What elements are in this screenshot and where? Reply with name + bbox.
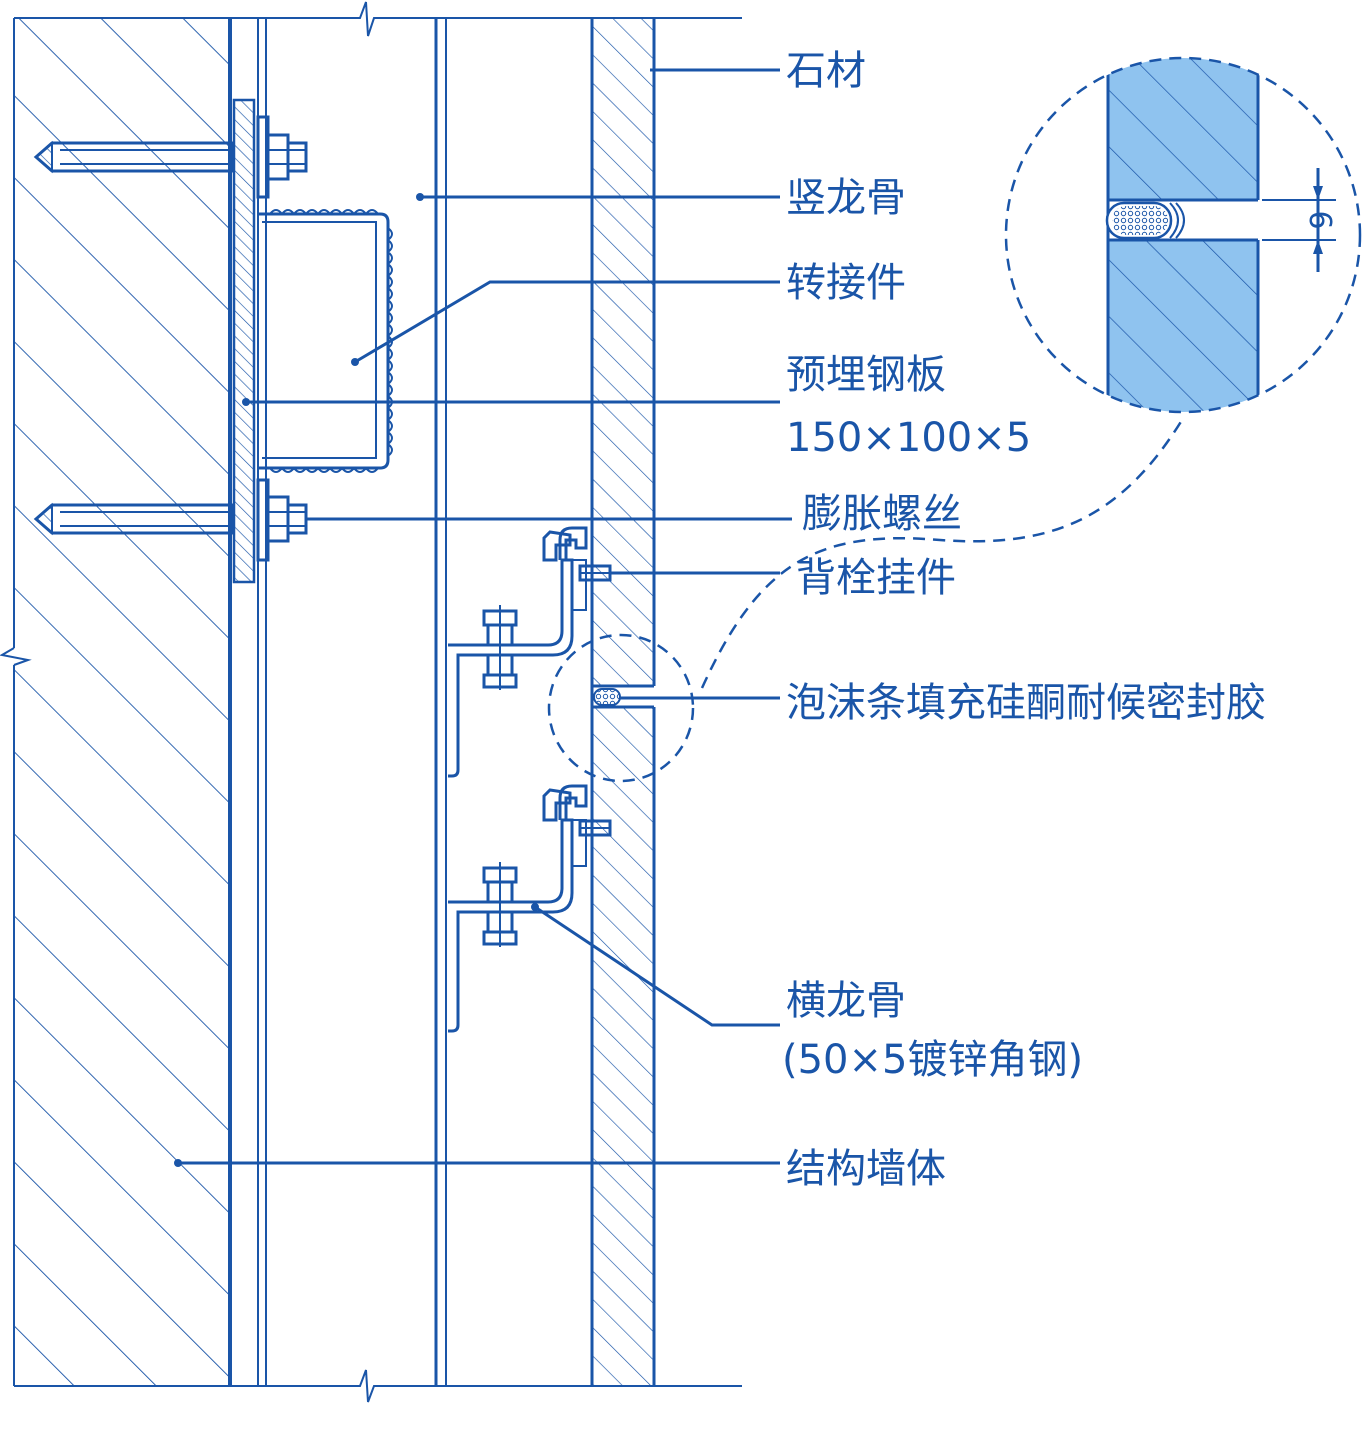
vertical-keel [434,18,447,1386]
label-adapter: 转接件 [786,260,906,306]
embedded-steel-plate [232,18,267,1386]
structural-wall [0,18,232,1386]
label-stone: 石材 [786,48,866,94]
stone-panel [590,18,656,1386]
label-back-bolt-hanger: 背栓挂件 [796,555,956,601]
leader-lines [174,68,792,1167]
horizontal-keel-upper [448,558,574,778]
labels: 石材 竖龙骨 转接件 预埋钢板 150×100×5 膨胀螺丝 背栓挂件 泡沫条填… [782,48,1266,1192]
label-horizontal-keel: 横龙骨 [786,978,906,1024]
horizontal-keel-lower [448,818,574,1033]
label-horizontal-keel-spec: (50×5镀锌角钢) [782,1037,1083,1083]
detail-callout [547,419,1184,783]
joint-dimension: 6 [1262,168,1337,272]
label-embedded-plate: 预埋钢板 [786,352,946,398]
label-embedded-plate-size: 150×100×5 [786,415,1031,461]
expansion-bolt-top [33,115,308,199]
label-expansion-bolt: 膨胀螺丝 [802,491,962,537]
back-bolt-hanger-lower [542,784,612,867]
label-structural-wall: 结构墙体 [786,1146,946,1192]
adapter-bracket [258,209,393,473]
enlarged-joint-detail [1004,56,1362,414]
sealant-joint [593,688,621,706]
label-vertical-keel: 竖龙骨 [786,175,906,221]
label-sealant: 泡沫条填充硅酮耐候密封胶 [786,680,1266,726]
joint-width-text: 6 [1302,210,1337,229]
